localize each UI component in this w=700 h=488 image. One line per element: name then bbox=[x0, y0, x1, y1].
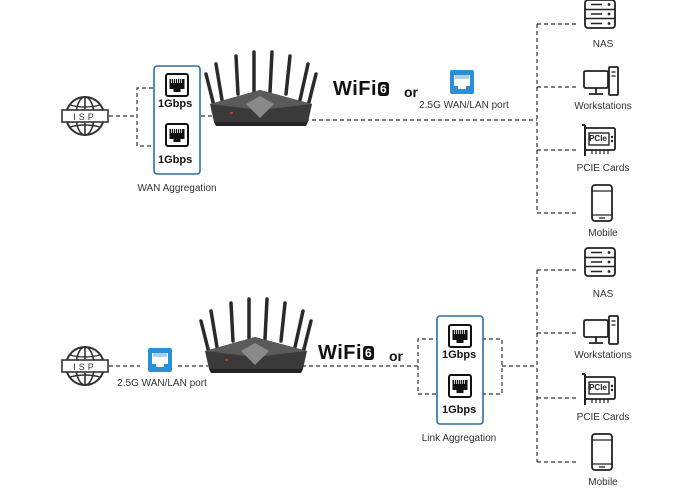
device-label-pcie-cards: PCIE Cards bbox=[576, 163, 630, 174]
wan-aggregation-label: WAN Aggregation bbox=[137, 183, 217, 194]
device-label-workstations: Workstations bbox=[574, 101, 632, 112]
ethernet-port-icon bbox=[147, 347, 173, 373]
ethernet-port-icon bbox=[165, 73, 189, 97]
pcie-chip-label: PCIe bbox=[589, 383, 607, 392]
router-icon bbox=[204, 50, 318, 128]
mobile-icon bbox=[591, 184, 613, 222]
port-speed-label: 1Gbps bbox=[158, 98, 193, 110]
wifi-label: WiFi bbox=[333, 78, 378, 100]
port-speed-label: 1Gbps bbox=[442, 349, 477, 361]
pcie-chip-label: PCIe bbox=[589, 134, 607, 143]
nas-icon bbox=[584, 0, 616, 29]
ethernet-port-icon bbox=[448, 324, 472, 348]
ethernet-port-icon bbox=[449, 69, 475, 95]
workstation-icon bbox=[583, 315, 619, 345]
nas-icon bbox=[584, 247, 616, 277]
device-label-mobile: Mobile bbox=[588, 228, 618, 239]
device-label-workstations: Workstations bbox=[574, 350, 632, 361]
wifi-version-badge: 6 bbox=[378, 82, 390, 96]
device-label-pcie-cards: PCIE Cards bbox=[576, 412, 630, 423]
or-label: or bbox=[389, 348, 403, 364]
workstation-icon bbox=[583, 66, 619, 96]
wifi-label: WiFi bbox=[318, 342, 363, 364]
device-label-nas: NAS bbox=[592, 289, 614, 300]
port-speed-label: 1Gbps bbox=[442, 404, 477, 416]
isp-label: ISP bbox=[73, 362, 97, 372]
wifi-version-badge: 6 bbox=[363, 346, 375, 360]
link-aggregation-label: Link Aggregation bbox=[421, 433, 497, 444]
ethernet-port-icon bbox=[448, 374, 472, 398]
isp-label: ISP bbox=[73, 112, 97, 122]
bottom-diagram: ISP PCIe bbox=[61, 247, 619, 471]
ethernet-port-icon bbox=[165, 123, 189, 147]
port-label: 2.5G WAN/LAN port bbox=[419, 100, 509, 111]
device-label-mobile: Mobile bbox=[588, 477, 618, 488]
router-icon bbox=[199, 297, 313, 375]
mobile-icon bbox=[591, 433, 613, 471]
or-label: or bbox=[404, 84, 418, 100]
port-label: 2.5G WAN/LAN port bbox=[117, 378, 207, 389]
device-label-nas: NAS bbox=[592, 39, 614, 50]
top-diagram: ISP PCIe bbox=[61, 0, 619, 222]
port-speed-label: 1Gbps bbox=[158, 154, 193, 166]
